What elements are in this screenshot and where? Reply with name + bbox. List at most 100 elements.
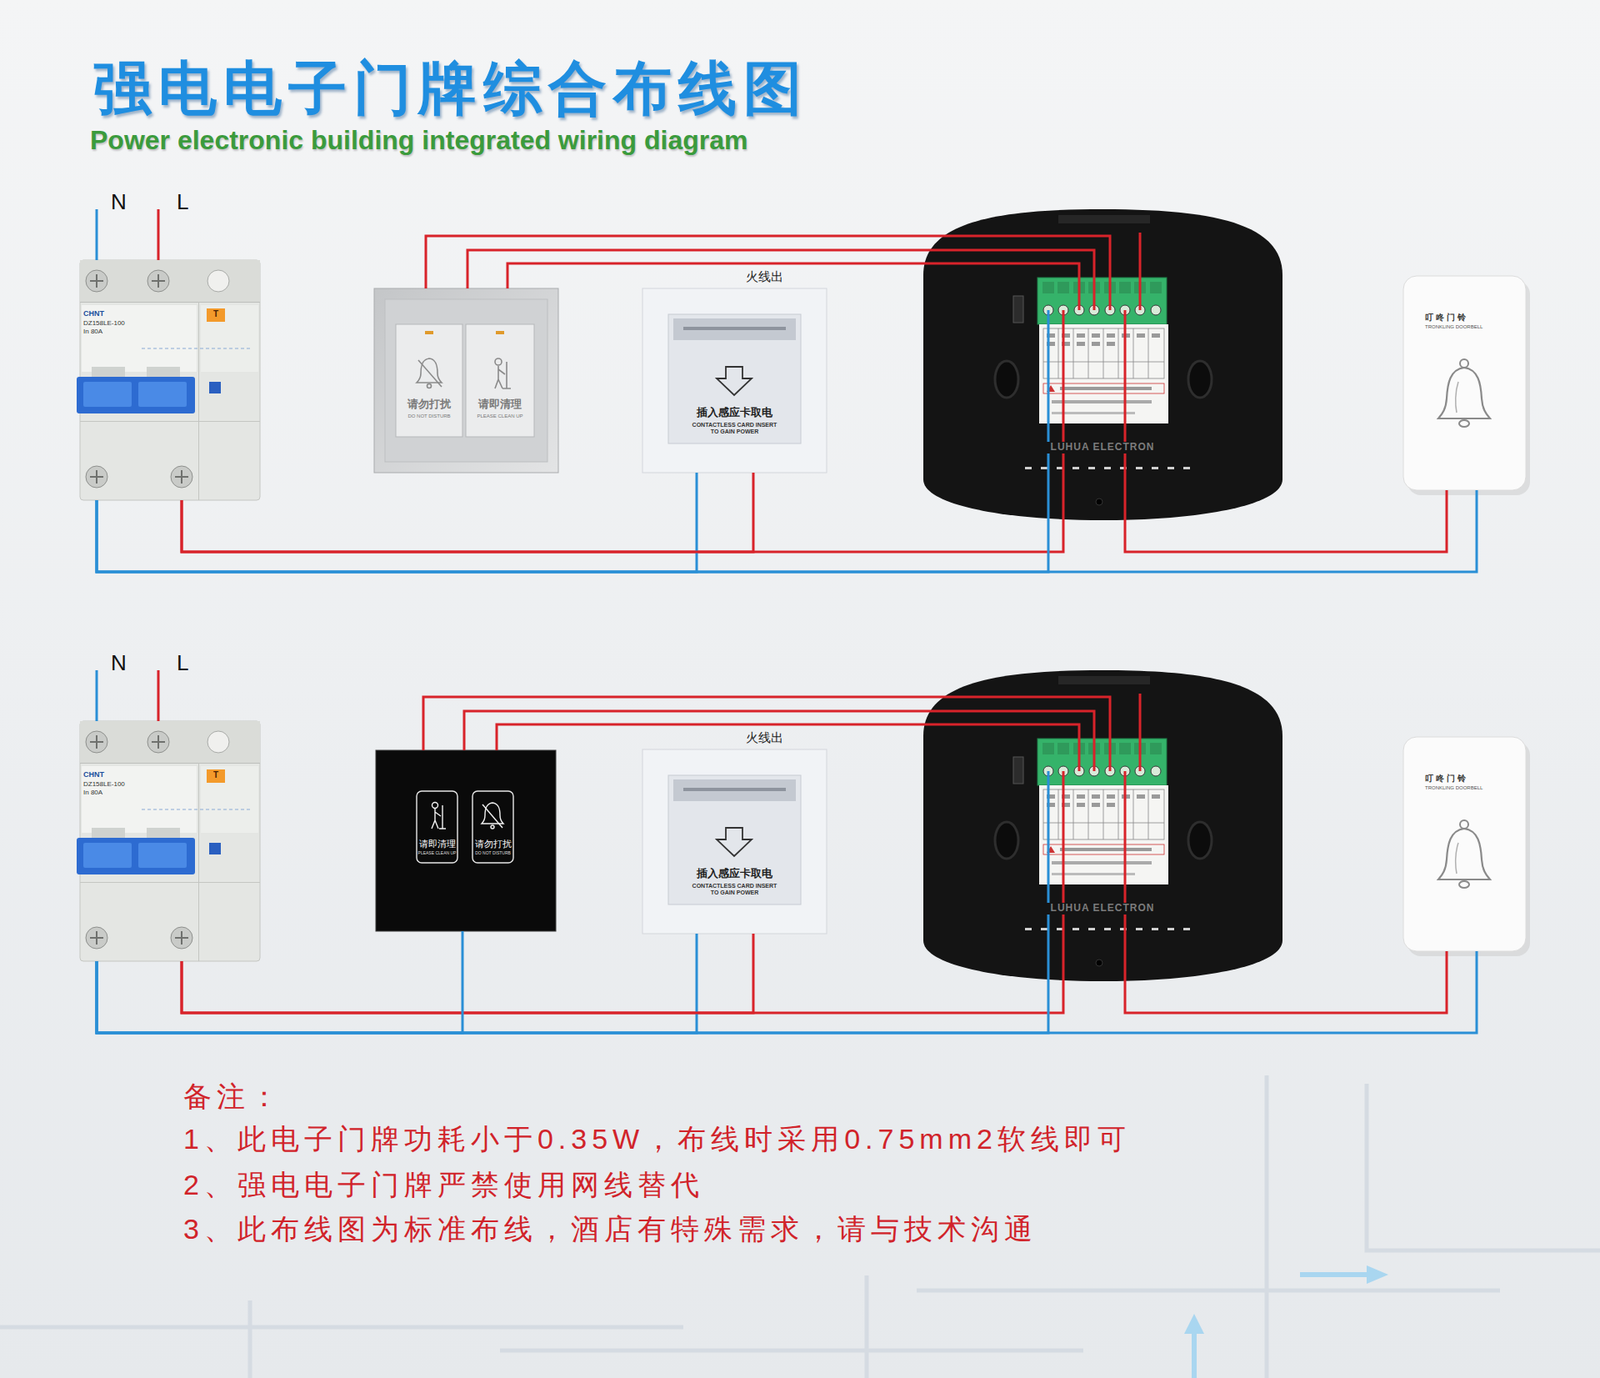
feed-wire [95, 670, 99, 721]
wire-note: 火线出 [745, 730, 784, 744]
circuit-breaker: CHNTDZ158LE-100 In 80AT [80, 260, 260, 500]
wire [96, 490, 1477, 572]
switch-panel-black [375, 750, 556, 931]
node-text: CHNT [83, 770, 105, 779]
switch-panel-grey [495, 358, 502, 365]
switch-panel: 请勿打扰 DO NOT DISTURB请即清理 PLEASE CLEAN UP [374, 288, 559, 473]
switch-panel-grey [385, 299, 548, 462]
node-text: 叮咚门铃 [1425, 312, 1469, 323]
door-plate [923, 209, 1283, 520]
decor-arrow [1300, 1271, 1367, 1277]
circuit-decoration [1265, 1075, 1270, 1378]
switch-panel: 请即清理PLEASE CLEAN UP请勿打扰DO NOT DISTURB [375, 750, 556, 931]
node-text: 请即清理 [465, 398, 535, 411]
node-text: CHNT [83, 309, 105, 318]
node-text: DO NOT DISTURB [395, 413, 463, 420]
note-line: 2、强电电子门牌严禁使用网线替代 [183, 1168, 705, 1201]
wire [96, 933, 697, 1033]
circuit-decoration [500, 1348, 1084, 1353]
switch-panel-black [482, 804, 503, 828]
circuit-decoration [248, 1300, 253, 1378]
wire [181, 960, 1064, 1013]
wire-note: 火线出 [745, 270, 784, 283]
wire [96, 500, 1049, 572]
wire [96, 472, 697, 572]
node-text: 请勿打扰 [472, 838, 514, 849]
terminal-name: L [176, 190, 189, 215]
decor-arrow [1184, 1313, 1205, 1334]
circuit-decoration [865, 1275, 870, 1378]
wire [96, 930, 463, 1033]
terminal-name: L [176, 650, 189, 676]
wire [425, 235, 924, 289]
node-text: TRONKLING DOORBELL [1425, 324, 1483, 330]
switch-panel-black [431, 802, 504, 830]
node-text: PLEASE CLEAN UP [465, 413, 535, 420]
node-text: 插入感应卡取电 [659, 406, 810, 420]
wire [496, 724, 924, 750]
wire [423, 696, 924, 750]
switch-panel-black [432, 802, 439, 809]
switch-panel-grey [416, 358, 511, 389]
switch-panel-black [431, 805, 446, 829]
node-text: CONTACTLESS CARD INSERT TO GAIN POWER [689, 882, 780, 895]
switch-panel-black [472, 790, 514, 863]
note-heading: 备注： [183, 1080, 284, 1113]
switch-panel-grey [465, 324, 535, 437]
doorbell: 叮咚门铃TRONKLING DOORBELL [1403, 275, 1526, 490]
circuit-decoration [1366, 1083, 1600, 1250]
circuit-decoration [916, 1288, 1500, 1293]
terminal-name: N [110, 650, 127, 676]
feed-wire [157, 670, 160, 721]
switch-panel-grey [495, 361, 511, 389]
node-text: 叮咚门铃 [1425, 773, 1469, 784]
node-text: DZ158LE-100 In 80A [83, 780, 132, 796]
node-text: LUHUA ELECTRON [1040, 902, 1165, 915]
wire [181, 472, 754, 552]
switch-panel-grey [395, 324, 463, 437]
switch-panel-black [481, 802, 504, 824]
wire [467, 250, 924, 289]
switch-panel-grey [427, 384, 432, 389]
switch-panel-black [375, 750, 556, 931]
switch-panel-grey [418, 360, 442, 387]
node-text: 请勿打扰 [395, 398, 463, 411]
card-switch [642, 749, 827, 934]
wire [1125, 490, 1447, 552]
node-text: DO NOT DISTURB [472, 850, 514, 856]
switch-panel-grey [374, 288, 559, 473]
node-text: 插入感应卡取电 [659, 867, 810, 880]
decor-arrow [1366, 1265, 1389, 1284]
terminal-name: N [110, 190, 127, 215]
title: 强电电子门牌综合布线图 [93, 53, 809, 124]
wire [181, 933, 754, 1013]
wire [181, 500, 1064, 552]
circuit-decoration [0, 1325, 684, 1330]
card-power-switch: 插入感应卡取电CONTACTLESS CARD INSERT TO GAIN P… [642, 288, 827, 473]
decor-arrow [1184, 1265, 1389, 1378]
doorbell [1403, 736, 1530, 956]
node-text: CONTACTLESS CARD INSERT TO GAIN POWER [689, 421, 780, 435]
node-text: T [206, 309, 225, 320]
node-text: T [206, 770, 225, 780]
switch-panel-grey [374, 288, 559, 473]
circuit-decoration [0, 1075, 1600, 1378]
doorbell [1403, 275, 1530, 495]
note-line: 1、此电子门牌功耗小于0.35W，布线时采用0.75mm2软线即可 [183, 1122, 1131, 1155]
card-power-switch: 插入感应卡取电 CONTACTLESS CARD INSERT TO GAIN P… [642, 749, 827, 934]
switch-panel-black [490, 825, 495, 829]
switch-panel-grey [425, 330, 434, 335]
feed-wire [95, 209, 99, 260]
node-text: TRONKLING DOORBELL [1425, 785, 1483, 791]
switch-panel-black [416, 790, 458, 863]
note-line: 3、此布线图为标准布线，酒店有特殊需求，请与技术沟通 [183, 1212, 1038, 1245]
wire [1125, 950, 1447, 1013]
subtitle: Power electronic building integrated wir… [90, 125, 748, 156]
node-text: PLEASE CLEAN UP [416, 850, 458, 856]
door-plate: LUHUA ELECTRON [923, 209, 1283, 520]
door-plate [923, 670, 1283, 981]
circuit-breaker: CHNTDZ158LE-100 In 80A T [80, 720, 260, 961]
